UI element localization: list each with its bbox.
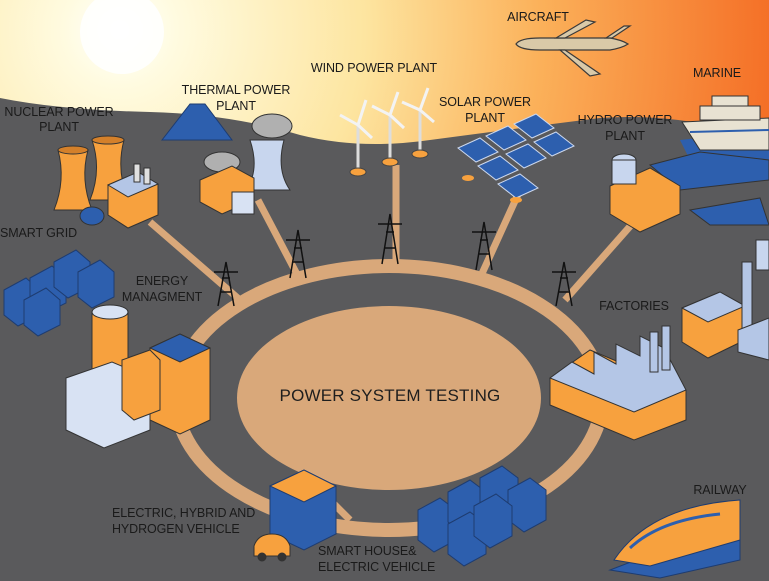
- label-energy-line1: ENERGY: [135, 274, 189, 288]
- label-vehicle-line1: ELECTRIC, HYBRID AND: [112, 506, 256, 520]
- train-icon: [608, 499, 741, 579]
- big-factory-icon: [548, 325, 687, 441]
- label-thermal-line1: THERMAL POWER: [181, 83, 291, 97]
- energy-management-buildings-icon: [65, 304, 212, 449]
- nuclear-plant-icon: [53, 135, 160, 229]
- mountain-icon: [160, 103, 233, 141]
- label-railway: RAILWAY: [693, 483, 747, 497]
- label-nuclear-line1: NUCLEAR POWER: [4, 105, 114, 119]
- label-wind-power-plant: WIND POWER PLANT: [310, 61, 438, 75]
- sun: [80, 0, 164, 74]
- ship-icon: [681, 95, 769, 151]
- aircraft-icon: [515, 19, 632, 77]
- label-house-line1: SMART HOUSE&: [318, 544, 417, 558]
- smart-houses-icon: [268, 465, 547, 567]
- label-hydro-line2: PLANT: [605, 129, 645, 143]
- label-nuclear-line2: PLANT: [39, 120, 79, 134]
- thermal-plant-icon: [199, 113, 293, 215]
- solar-panels-icon: [457, 113, 575, 203]
- label-solar-line1: SOLAR POWER: [439, 95, 531, 109]
- label-house-line2: ELECTRIC VEHICLE: [318, 560, 436, 574]
- label-smart-grid: SMART GRID: [0, 226, 78, 240]
- label-factories: FACTORIES: [599, 299, 669, 313]
- factories-icon: [680, 239, 769, 361]
- transmission-towers-icon: [214, 213, 576, 307]
- label-aircraft: AIRCRAFT: [507, 10, 569, 24]
- label-thermal-line2: PLANT: [216, 99, 256, 113]
- label-energy-line2: MANAGMENT: [121, 290, 203, 304]
- label-marine: MARINE: [692, 66, 741, 80]
- label-hydro-line1: HYDRO POWER: [577, 113, 673, 127]
- center-hub: [237, 306, 541, 490]
- electric-car-icon: [253, 533, 291, 562]
- label-vehicle-line2: HYDROGEN VEHICLE: [112, 522, 240, 536]
- smart-grid-houses-icon: [3, 249, 115, 337]
- label-solar-line2: PLANT: [465, 111, 505, 125]
- wind-turbines-icon: [339, 87, 435, 177]
- hydro-plant-icon: [609, 151, 769, 233]
- center-title: POWER SYSTEM TESTING: [279, 386, 501, 405]
